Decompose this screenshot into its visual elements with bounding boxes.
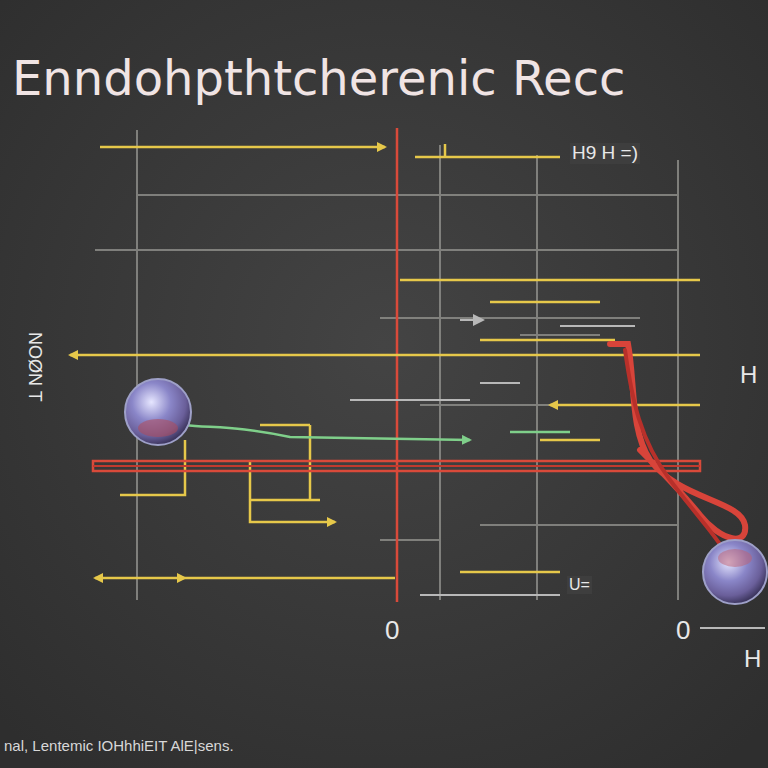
axis-symbol: H: [742, 646, 763, 672]
caption-text: nal, Lentemic IOHhhiEIT AlE|sens.: [4, 738, 234, 755]
diagram-title: Enndohpthtcherenic Recc: [12, 52, 625, 105]
axis-label: NOØN T: [24, 330, 44, 404]
axis-zero: 0: [674, 616, 692, 645]
enthalpy-symbol: H: [738, 362, 759, 388]
axis-zero: 0: [383, 616, 401, 645]
delta-label: U=: [567, 576, 592, 594]
enthalpy-label: H9 H =): [570, 143, 640, 164]
